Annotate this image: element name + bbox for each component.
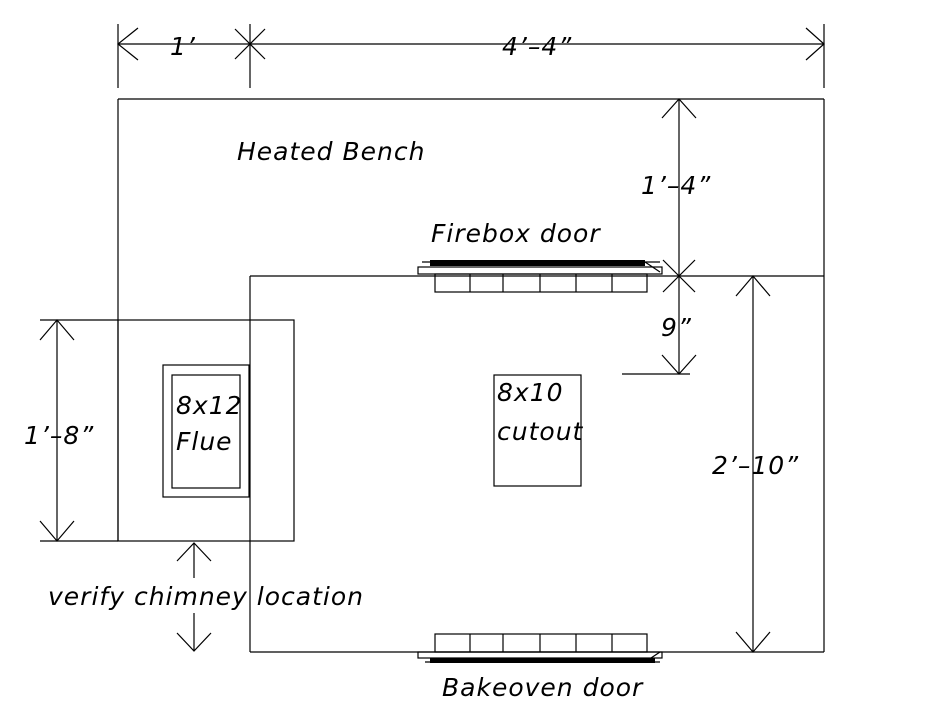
left-dimension [39, 319, 118, 542]
firebox-door-symbol [417, 260, 663, 293]
dim-right-upper-label: 1’–4” [641, 171, 711, 200]
chimney-arrow [176, 542, 212, 652]
cutout-size-label: 8x10 [497, 378, 564, 407]
firebox-door-label: Firebox door [431, 219, 601, 248]
chimney-note-label: verify chimney location [48, 582, 364, 611]
right-lower-dimension [735, 275, 771, 653]
cutout-outline [493, 374, 582, 487]
flue-label: Flue [176, 427, 233, 456]
dim-right-gap-label: 9” [661, 313, 692, 342]
heated-bench-label: Heated Bench [237, 137, 425, 166]
cutout-label: cutout [497, 417, 584, 446]
right-gap-dimension [622, 276, 697, 375]
chimney-base-outline [117, 319, 295, 542]
bakeoven-door-symbol [417, 633, 663, 663]
flue-size-label: 8x12 [176, 391, 243, 420]
flue-outline [162, 364, 250, 498]
dim-top-right-label: 4’–4” [502, 32, 572, 61]
top-dimension [117, 24, 825, 88]
dim-left-label: 1’–8” [24, 421, 94, 450]
dim-top-left-label: 1’ [170, 32, 196, 61]
dim-right-lower-label: 2’–10” [712, 451, 799, 480]
bakeoven-door-label: Bakeoven door [442, 673, 644, 702]
